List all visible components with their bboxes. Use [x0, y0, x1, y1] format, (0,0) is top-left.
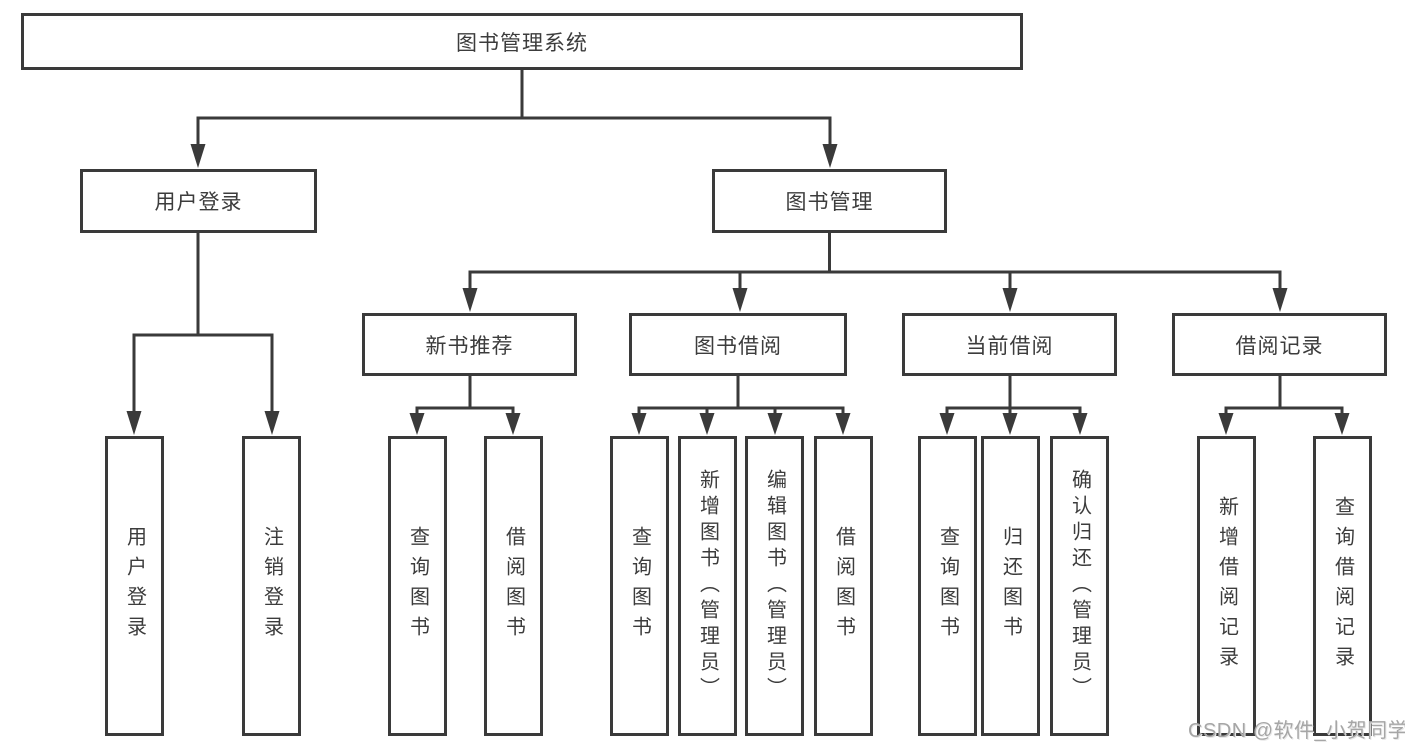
node-borrow-records-label: 借阅记录 — [1235, 334, 1324, 358]
node-book-management-label: 图书管理 — [785, 191, 874, 214]
node-book-borrow-label: 图书借阅 — [694, 334, 782, 358]
node-book-borrow: 图书借阅 — [629, 313, 847, 376]
leaf-user-login: 用户登录 — [105, 436, 164, 736]
node-user-login: 用户登录 — [80, 169, 317, 233]
leaf-logout-label: 注销登录 — [260, 526, 283, 646]
leaf-add-book-admin-label: 新增图书（管理员） — [696, 469, 719, 703]
leaf-edit-book-admin-label: 编辑图书（管理员） — [763, 469, 786, 703]
leaf-query-books-current-label: 查询图书 — [936, 526, 959, 646]
node-user-login-label: 用户登录 — [154, 191, 243, 214]
node-root-label: 图书管理系统 — [456, 31, 588, 55]
leaf-borrow-books-label: 借阅图书 — [832, 526, 855, 646]
leaf-query-borrow-record: 查询借阅记录 — [1313, 436, 1372, 736]
leaf-add-borrow-record-label: 新增借阅记录 — [1215, 496, 1238, 676]
node-current-borrow-label: 当前借阅 — [965, 334, 1054, 358]
node-new-book-recommend-label: 新书推荐 — [425, 334, 514, 358]
leaf-confirm-return-admin: 确认归还（管理员） — [1050, 436, 1109, 736]
leaf-query-books-current: 查询图书 — [918, 436, 977, 736]
leaf-confirm-return-admin-label: 确认归还（管理员） — [1068, 469, 1091, 703]
leaf-query-books-recommend-label: 查询图书 — [406, 526, 429, 646]
leaf-add-book-admin: 新增图书（管理员） — [678, 436, 737, 736]
leaf-borrow-books-recommend: 借阅图书 — [484, 436, 543, 736]
leaf-add-borrow-record: 新增借阅记录 — [1197, 436, 1256, 736]
node-root: 图书管理系统 — [21, 13, 1023, 70]
leaf-query-books-borrow: 查询图书 — [610, 436, 669, 736]
node-new-book-recommend: 新书推荐 — [362, 313, 577, 376]
node-borrow-records: 借阅记录 — [1172, 313, 1387, 376]
leaf-query-books-recommend: 查询图书 — [388, 436, 447, 736]
leaf-user-login-label: 用户登录 — [123, 526, 146, 646]
node-book-management: 图书管理 — [712, 169, 947, 233]
leaf-return-book-label: 归还图书 — [999, 526, 1022, 646]
leaf-query-books-borrow-label: 查询图书 — [628, 526, 651, 646]
leaf-logout: 注销登录 — [242, 436, 301, 736]
node-current-borrow: 当前借阅 — [902, 313, 1117, 376]
leaf-borrow-books: 借阅图书 — [814, 436, 873, 736]
leaf-borrow-books-recommend-label: 借阅图书 — [502, 526, 525, 646]
leaf-edit-book-admin: 编辑图书（管理员） — [745, 436, 804, 736]
leaf-return-book: 归还图书 — [981, 436, 1040, 736]
csdn-watermark: CSDN @软件_小贺同学 — [1188, 720, 1405, 742]
leaf-query-borrow-record-label: 查询借阅记录 — [1331, 496, 1354, 676]
